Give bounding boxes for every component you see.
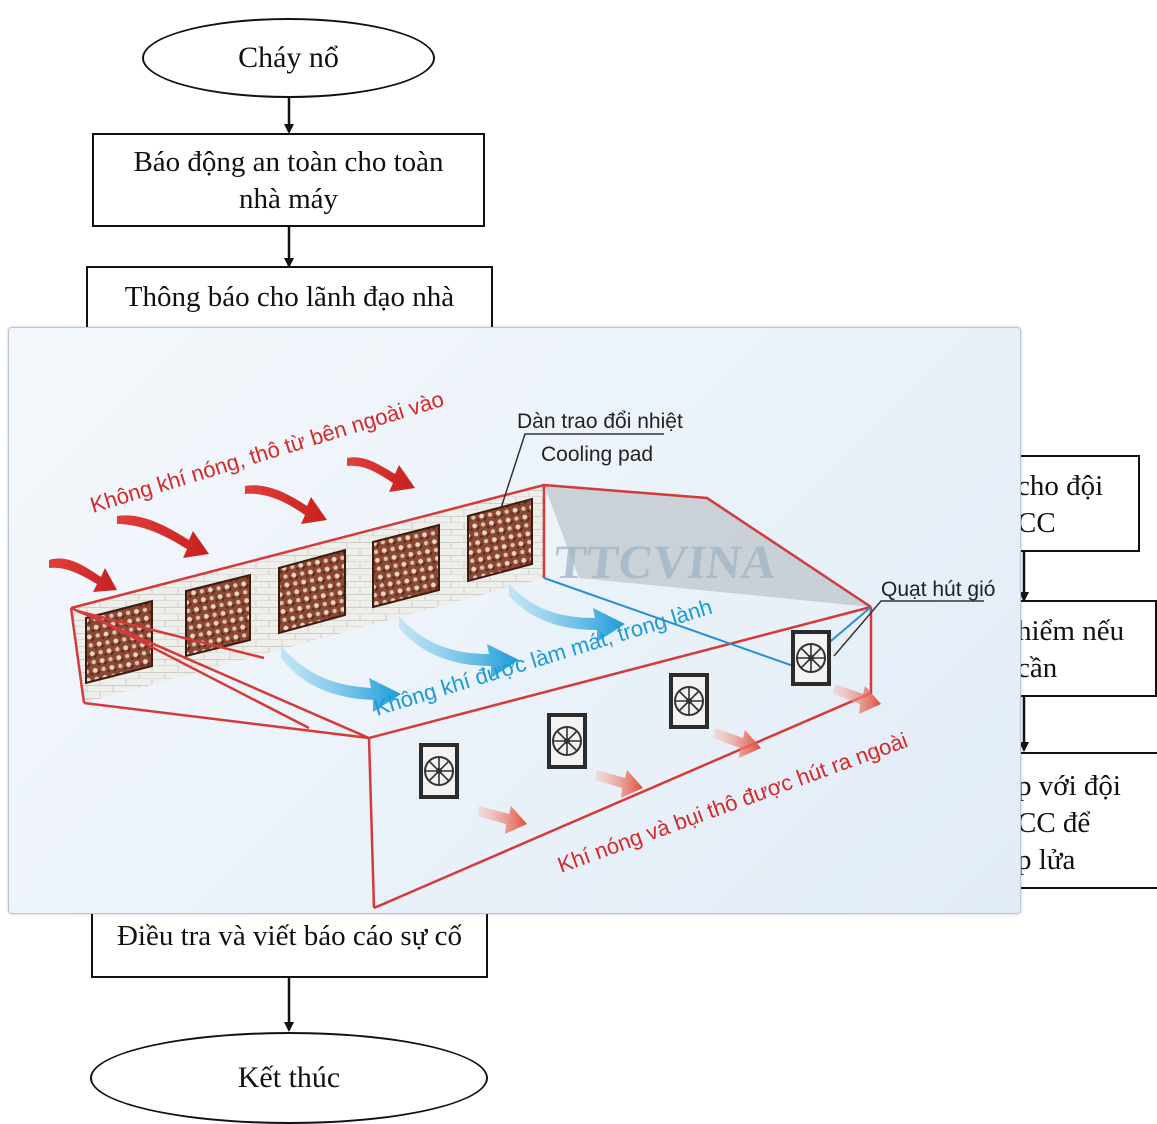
hot-air-label: Không khí nóng, thô từ bên ngoài vào: [87, 386, 446, 518]
cool-air-arrow-icon: [281, 646, 401, 712]
right-box-2-line2: cần: [1017, 652, 1058, 684]
end-terminal: Kết thúc: [90, 1032, 488, 1124]
exhaust-label: Khí nóng và bụi thô được hút ra ngoài: [554, 728, 911, 878]
right-box-1-line1: cho đội: [1017, 470, 1104, 502]
watermark-text: TTCVINA: [552, 536, 779, 589]
hot-air-arrow-icon: [245, 485, 327, 524]
cooling-pad: [185, 573, 251, 658]
cooling-pad-label-en: Cooling pad: [541, 443, 653, 466]
exhaust-arrow-icon: [713, 728, 761, 758]
right-box-3-line1: p với đội: [1017, 770, 1121, 802]
step-report-line1: Điều tra và viết báo cáo sự cố: [116, 920, 463, 952]
hot-air-arrows: [49, 457, 415, 592]
cool-air-arrow-icon: [509, 584, 625, 642]
start-terminal: Cháy nổ: [142, 18, 435, 98]
exhaust-arrows: [477, 684, 881, 834]
cooling-pad-leader-line: [500, 433, 664, 509]
right-box-3-line2: CC để: [1017, 807, 1091, 839]
step-alarm-line2: nhà máy: [238, 183, 339, 215]
step-notify-line1: Thông báo cho lãnh đạo nhà: [124, 281, 455, 313]
cooling-pad: [372, 523, 440, 609]
exhaust-fan-icon: [418, 742, 460, 800]
right-box-1-line2: CC: [1017, 507, 1056, 539]
right-box-2-line1: hiểm nếu: [1017, 615, 1125, 647]
hot-air-arrow-icon: [49, 558, 117, 592]
cool-air-arrow-icon: [399, 616, 519, 678]
fan-leader-line: [833, 600, 984, 657]
exhaust-arrow-icon: [833, 684, 881, 714]
exhaust-fan-icon: [668, 672, 710, 730]
start-label: Cháy nổ: [238, 41, 339, 74]
illustration-canvas: TTCVINA: [49, 386, 995, 910]
hot-air-arrow-icon: [347, 457, 415, 492]
cooling-pad-label-vi: Dàn trao đổi nhiệt: [517, 410, 683, 433]
cooling-pad-illustration: TTCVINA: [8, 327, 1021, 914]
exhaust-fan-icon: [546, 712, 588, 770]
fan-label: Quạt hút gió: [881, 578, 995, 601]
cooling-pad: [467, 497, 533, 583]
hot-air-arrow-icon: [117, 515, 209, 558]
exhaust-arrow-icon: [595, 770, 643, 798]
step-alarm-line1: Báo động an toàn cho toàn: [133, 146, 444, 178]
roof-side-shape: [544, 485, 871, 607]
step-alarm-box: Báo động an toàn cho toàn nhà máy: [92, 133, 485, 227]
cool-air-arrows: [281, 584, 625, 712]
exhaust-fan-icon: [790, 629, 832, 687]
cooling-pad: [278, 548, 346, 635]
right-box-3-line3: p lửa: [1017, 844, 1076, 876]
end-label: Kết thúc: [237, 1061, 341, 1094]
exhaust-arrow-icon: [477, 806, 527, 834]
